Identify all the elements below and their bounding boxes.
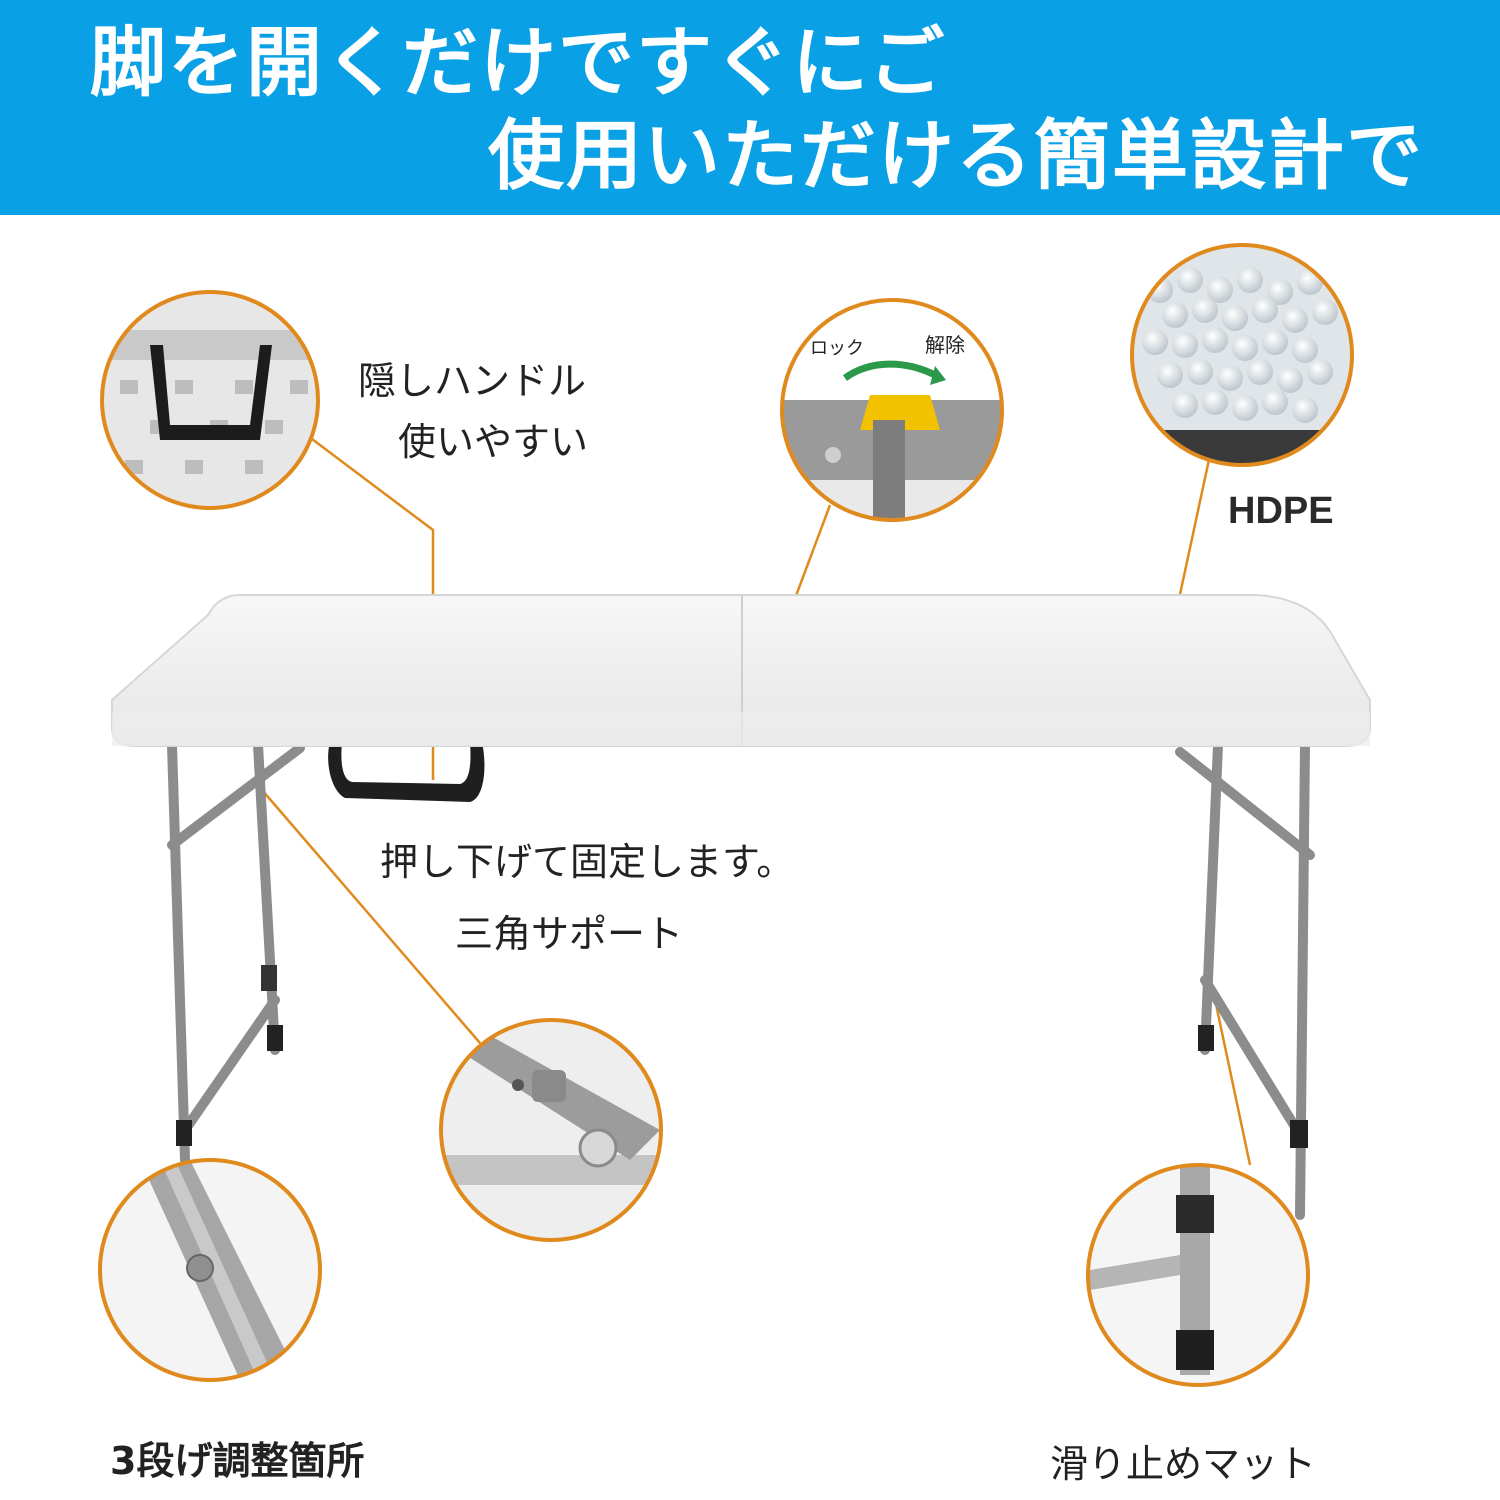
left-height-collar <box>261 965 277 991</box>
banner-title-line-2: 使用いただける簡単設計で <box>488 111 1424 200</box>
table-edge <box>112 712 1370 746</box>
release-label: 解除 <box>925 333 965 357</box>
leader-line-triangle <box>261 789 481 1044</box>
callout-circle-hinge <box>439 1018 663 1242</box>
callout-circle-hdpe <box>1130 243 1354 467</box>
leader-line-mat <box>1211 989 1252 1166</box>
header-banner: 脚を開くだけですぐにご 使用いただける簡単設計で <box>0 0 1500 215</box>
callout-circle-handle <box>100 290 320 510</box>
table-handle <box>328 742 485 802</box>
left-foot-cap-back <box>267 1025 283 1051</box>
callout-circle-adjust <box>98 1158 322 1382</box>
lock-label: ロック <box>810 338 864 359</box>
triangle-support-caption: 三角サポート <box>455 912 684 956</box>
left-legs <box>167 740 305 1165</box>
press-fix-caption: 押し下げて固定します。 <box>380 840 795 884</box>
right-height-collar <box>1290 1120 1308 1148</box>
anti-slip-caption: 滑り止めマット <box>1050 1442 1317 1486</box>
right-foot-cap-back <box>1198 1025 1214 1051</box>
height-adjust-caption: 3段げ調整箇所 <box>110 1439 365 1483</box>
callout-circle-lock <box>780 298 1004 522</box>
callout-circle-foot <box>1086 1163 1310 1387</box>
leader-lines <box>181 429 1252 1166</box>
folding-table <box>111 594 1371 1220</box>
handle-caption-line-2: 使いやすい <box>398 420 589 464</box>
material-label: HDPE <box>1228 490 1334 532</box>
arrow-icon <box>842 360 937 381</box>
left-foot-cap-front <box>176 1120 192 1146</box>
banner-title-line-1: 脚を開くだけですぐにご <box>90 18 947 107</box>
handle-caption-line-1: 隠しハンドル <box>358 359 587 403</box>
